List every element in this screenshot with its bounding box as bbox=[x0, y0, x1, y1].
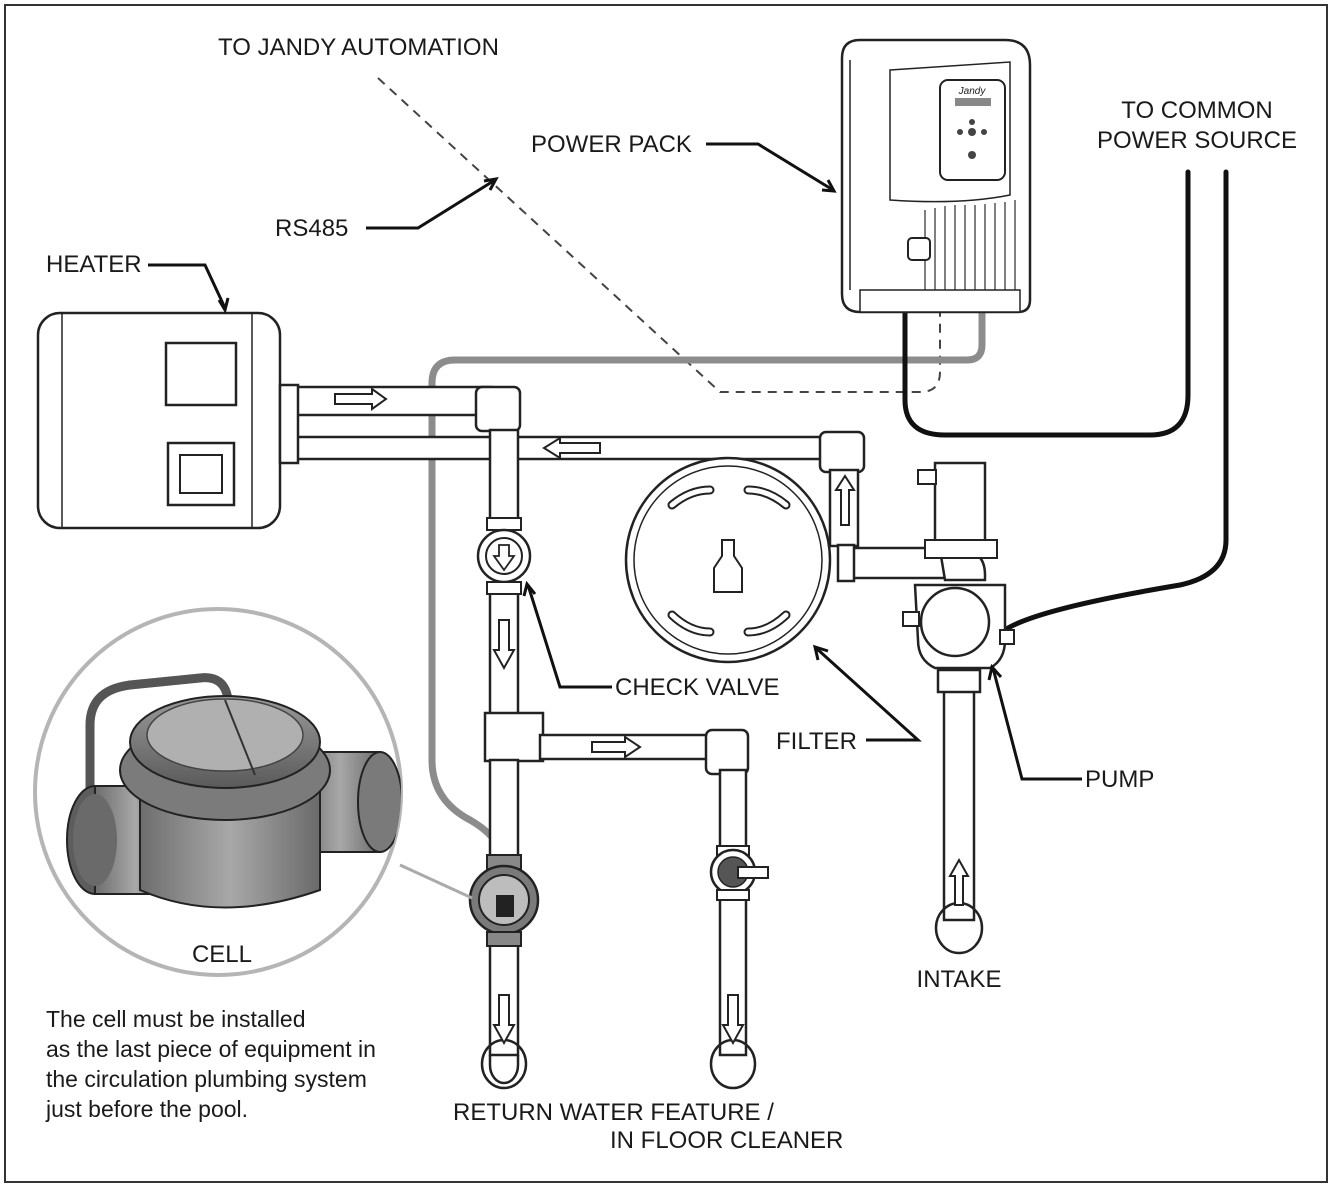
arrowhead-icon bbox=[821, 179, 837, 193]
valve-handle bbox=[737, 866, 769, 879]
power-icon bbox=[968, 151, 976, 159]
pump bbox=[902, 461, 1015, 670]
branch-pipe bbox=[718, 768, 748, 852]
heater-display bbox=[164, 341, 238, 407]
label-filter: FILTER bbox=[776, 728, 857, 755]
filter bbox=[624, 456, 832, 664]
label-common-power-1: TO COMMON bbox=[1121, 97, 1273, 124]
frame-border bbox=[4, 4, 1328, 1183]
left-arrow-icon bbox=[957, 129, 963, 135]
right-arrow-icon bbox=[981, 129, 987, 135]
arrowhead-icon bbox=[217, 297, 230, 314]
arrowhead-icon bbox=[522, 580, 537, 597]
check-valve-leader bbox=[526, 584, 612, 689]
label-common-power-2: POWER SOURCE bbox=[1097, 127, 1297, 154]
check-valve bbox=[476, 517, 532, 595]
pump-leader bbox=[991, 667, 1082, 781]
label-jandy-automation: TO JANDY AUTOMATION bbox=[218, 34, 499, 61]
heater-leader bbox=[148, 263, 227, 309]
brand-logo: Jandy bbox=[958, 86, 987, 97]
cell-installed bbox=[468, 854, 540, 947]
flow-arrow bbox=[542, 436, 601, 460]
filter-leader bbox=[814, 646, 922, 742]
flow-arrow bbox=[721, 994, 745, 1046]
return-end bbox=[488, 1055, 520, 1085]
main-pipe bbox=[488, 758, 520, 862]
power-pack-cable bbox=[902, 169, 1191, 438]
label-heater: HEATER bbox=[46, 251, 142, 278]
label-return-2: IN FLOOR CLEANER bbox=[610, 1127, 843, 1154]
elbow-fitting bbox=[474, 385, 522, 433]
cell-detail bbox=[33, 607, 473, 977]
ball-valve bbox=[709, 845, 769, 901]
label-pump: PUMP bbox=[1085, 766, 1154, 793]
note-line-1: The cell must be installed bbox=[46, 1006, 306, 1032]
elbow-fitting bbox=[818, 430, 866, 474]
flow-arrow bbox=[492, 619, 516, 671]
flow-arrow bbox=[591, 735, 642, 759]
note-line-3: the circulation plumbing system bbox=[46, 1066, 367, 1092]
up-arrow-icon bbox=[969, 119, 975, 125]
label-check-valve: CHECK VALVE bbox=[615, 674, 780, 701]
label-cell: CELL bbox=[192, 941, 252, 968]
rs485-cable bbox=[377, 77, 941, 393]
filter-valve-icon bbox=[713, 539, 743, 593]
arrowhead-icon bbox=[987, 663, 1003, 681]
heater bbox=[36, 311, 300, 530]
flow-arrow bbox=[334, 387, 388, 411]
power-pack-leader bbox=[706, 142, 834, 192]
label-intake: INTAKE bbox=[917, 966, 1002, 993]
pump-power-cable bbox=[999, 169, 1229, 635]
flow-arrow bbox=[834, 474, 856, 526]
button-icon bbox=[968, 128, 976, 136]
down-arrow-icon bbox=[492, 544, 516, 572]
union bbox=[836, 543, 856, 583]
arrowhead-icon bbox=[812, 644, 829, 661]
arrowhead-icon bbox=[483, 177, 499, 191]
union bbox=[936, 668, 982, 694]
note-line-4: just before the pool. bbox=[45, 1096, 248, 1122]
heater-outlet-pipe bbox=[294, 385, 493, 417]
lcd-display bbox=[955, 98, 991, 106]
main-pipe bbox=[488, 428, 520, 522]
flow-arrow bbox=[948, 857, 970, 906]
tee-fitting bbox=[483, 711, 545, 763]
note-line-2: as the last piece of equipment in bbox=[46, 1036, 376, 1062]
label-rs485: RS485 bbox=[275, 215, 348, 242]
flow-arrow bbox=[492, 994, 516, 1046]
elbow-fitting bbox=[704, 728, 750, 776]
rs485-leader bbox=[366, 178, 496, 230]
power-pack: Jandy bbox=[840, 38, 1032, 314]
label-return-1: RETURN WATER FEATURE / bbox=[453, 1099, 774, 1126]
label-power-pack: POWER PACK bbox=[531, 131, 692, 158]
